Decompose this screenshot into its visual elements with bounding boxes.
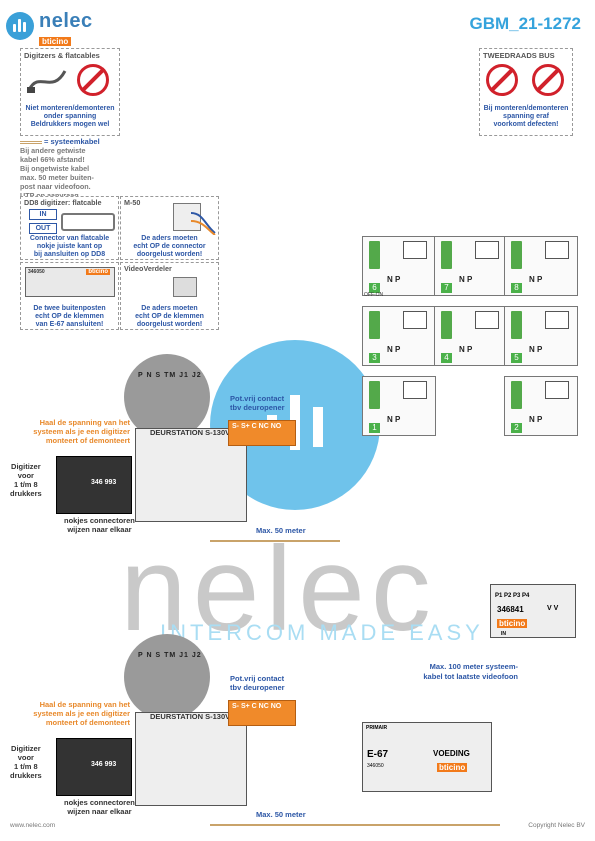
- relay-contacts-2: S- S+ C NC NO: [228, 700, 296, 726]
- dd8-out-label: OUT: [29, 223, 57, 234]
- watermark-subtitle: INTERCOM MADE EASY: [160, 620, 484, 645]
- system-cable-line: max. 50 meter buiten-: [20, 173, 94, 182]
- m50-connector: [173, 203, 201, 231]
- door-station-2-pot: Pot.vrij contact tbv deuropener: [230, 674, 285, 692]
- system-cable-line: Bij ongetwiste kabel: [20, 164, 90, 173]
- m50-caption-3: doorgelust worden!: [136, 251, 203, 258]
- power-supply-e67: PRIMAIR E-67 VOEDING 346050 bticino: [362, 722, 492, 792]
- e67-module-brand: bticino: [86, 269, 110, 275]
- video-distributor: P1 P2 P3 P4 346841 V V bticino IN: [490, 584, 576, 638]
- cable-legend-line: [20, 140, 42, 144]
- warning-bus-text-3: voorkomt defecten!: [493, 121, 559, 128]
- door-station-2-name: DEURSTATION S-130V: [150, 712, 231, 721]
- dd8-caption-1: Connector van flatcable: [29, 235, 110, 242]
- warning-text-1: Niet monteren/demonteren: [25, 105, 115, 112]
- flatcable-connector: [61, 213, 115, 231]
- dd8-caption-2: nokje juiste kant op: [36, 243, 103, 250]
- nokjes-note-2: nokjes connectoren wijzen naar elkaar: [64, 798, 135, 816]
- system-cable-2: [210, 824, 500, 826]
- no-sign-icon: [532, 64, 564, 96]
- terminal-labels: P N S TM J1 J2: [138, 372, 202, 379]
- e67-terminal-box: 346050 bticino De twee buitenposten echt…: [20, 262, 119, 330]
- m50-wires: [191, 212, 216, 235]
- m50-caption-1: De aders moeten: [141, 235, 198, 242]
- door-station-1-pot: Pot.vrij contact tbv deuropener: [230, 394, 285, 412]
- nelec-logo: nelec bticino: [6, 10, 101, 50]
- warning-text-3: Beldrukkers mogen wel: [30, 121, 110, 128]
- off-on-label: OFF-ON: [364, 292, 384, 298]
- dd8-title: DD8 digitizer: flatcable: [24, 198, 102, 207]
- e67-caption-1: De twee buitenposten: [33, 305, 106, 312]
- watermark-text: nelec: [120, 522, 437, 656]
- warning-digitizers-title: Digitzers & flatcables: [24, 51, 100, 60]
- warning-bus-text-1: Bij monteren/demonteren: [483, 105, 569, 112]
- system-cable-line: post naar videofoon.: [20, 182, 91, 191]
- dd8-caption-3: bij aansluiten op DD8: [33, 251, 106, 258]
- system-cable-1: [210, 540, 340, 542]
- dd8-in-label: IN: [29, 209, 57, 220]
- footer-website: www.nelec.com: [10, 822, 56, 829]
- system-cable-line: UTP op aanvraag.: [20, 191, 120, 200]
- logo-name: nelec: [39, 10, 93, 32]
- e67-caption-2: echt OP de klemmen: [35, 313, 104, 320]
- m50-title: M-50: [124, 198, 141, 207]
- system-cable-line: kabel 66% afstand!: [20, 155, 85, 164]
- digitizer-label-1: Digitizer voor 1 t/m 8 drukkers: [10, 462, 42, 498]
- door-station-2: [135, 712, 247, 806]
- e67-caption-3: van E-67 aansluiten!: [35, 321, 104, 328]
- warning-bus-text-2: spanning eraf: [503, 113, 549, 120]
- door-station-1-name: DEURSTATION S-130V: [150, 428, 231, 437]
- no-plug-sign-icon: [486, 64, 518, 96]
- nelec-logo-icon: [6, 12, 34, 40]
- door-station-1-zoom: P N S TM J1 J2: [124, 354, 210, 440]
- warning-text-2: onder spanning: [43, 113, 97, 120]
- nokjes-note-1: nokjes connectoren wijzen naar elkaar: [64, 516, 135, 534]
- video-verdeler-caption-1: De aders moeten: [141, 305, 198, 312]
- digitizer-label-2: Digitizer voor 1 t/m 8 drukkers: [10, 744, 42, 780]
- system-cable-line: Bij andere getwiste: [20, 146, 86, 155]
- video-verdeler-caption-3: doorgelust worden!: [136, 321, 203, 328]
- video-verdeler-title: VideoVerdeler: [124, 264, 172, 273]
- flatcable-icon: [27, 70, 67, 93]
- logo-brand: bticino: [39, 37, 72, 46]
- system-cable-info: = systeemkabel Bij andere getwiste kabel…: [20, 138, 120, 200]
- max-100-label: Max. 100 meter systeem- kabel tot laatst…: [423, 662, 518, 681]
- m50-caption-2: echt OP de connector: [133, 243, 206, 250]
- m50-box: M-50 De aders moeten echt OP de connecto…: [120, 196, 219, 260]
- video-verdeler-device: [173, 277, 197, 297]
- warning-digitizers: Digitzers & flatcables Niet monteren/dem…: [20, 48, 120, 136]
- video-verdeler-box: VideoVerdeler De aders moeten echt OP de…: [120, 262, 219, 330]
- digitizer-1: 346 993: [56, 456, 132, 514]
- e67-module-code: 346050: [28, 269, 45, 275]
- dd8-flatcable-box: DD8 digitizer: flatcable IN OUT Connecto…: [20, 196, 119, 260]
- relay-contacts-1: S- S+ C NC NO: [228, 420, 296, 446]
- max-50-label-2: Max. 50 meter: [256, 810, 306, 819]
- digitizer-2: 346 993: [56, 738, 132, 796]
- warning-bus: TWEEDRAADS BUS Bij monteren/demonteren s…: [479, 48, 573, 136]
- power-warning-2: Haal de spanning van het systeem als je …: [33, 700, 130, 727]
- e67-module: 346050 bticino: [25, 267, 115, 297]
- max-50-label-1: Max. 50 meter: [256, 526, 306, 535]
- warning-bus-title: TWEEDRAADS BUS: [483, 51, 555, 60]
- power-warning-1: Haal de spanning van het systeem als je …: [33, 418, 130, 445]
- system-cable-title: = systeemkabel: [44, 137, 100, 146]
- video-verdeler-caption-2: echt OP de klemmen: [135, 313, 204, 320]
- footer-copyright: Copyright Nelec BV: [528, 822, 585, 829]
- no-sign-icon: [77, 64, 109, 96]
- door-station-2-zoom: P N S TM J1 J2: [124, 634, 210, 720]
- document-id: GBM_21-1272: [469, 14, 581, 33]
